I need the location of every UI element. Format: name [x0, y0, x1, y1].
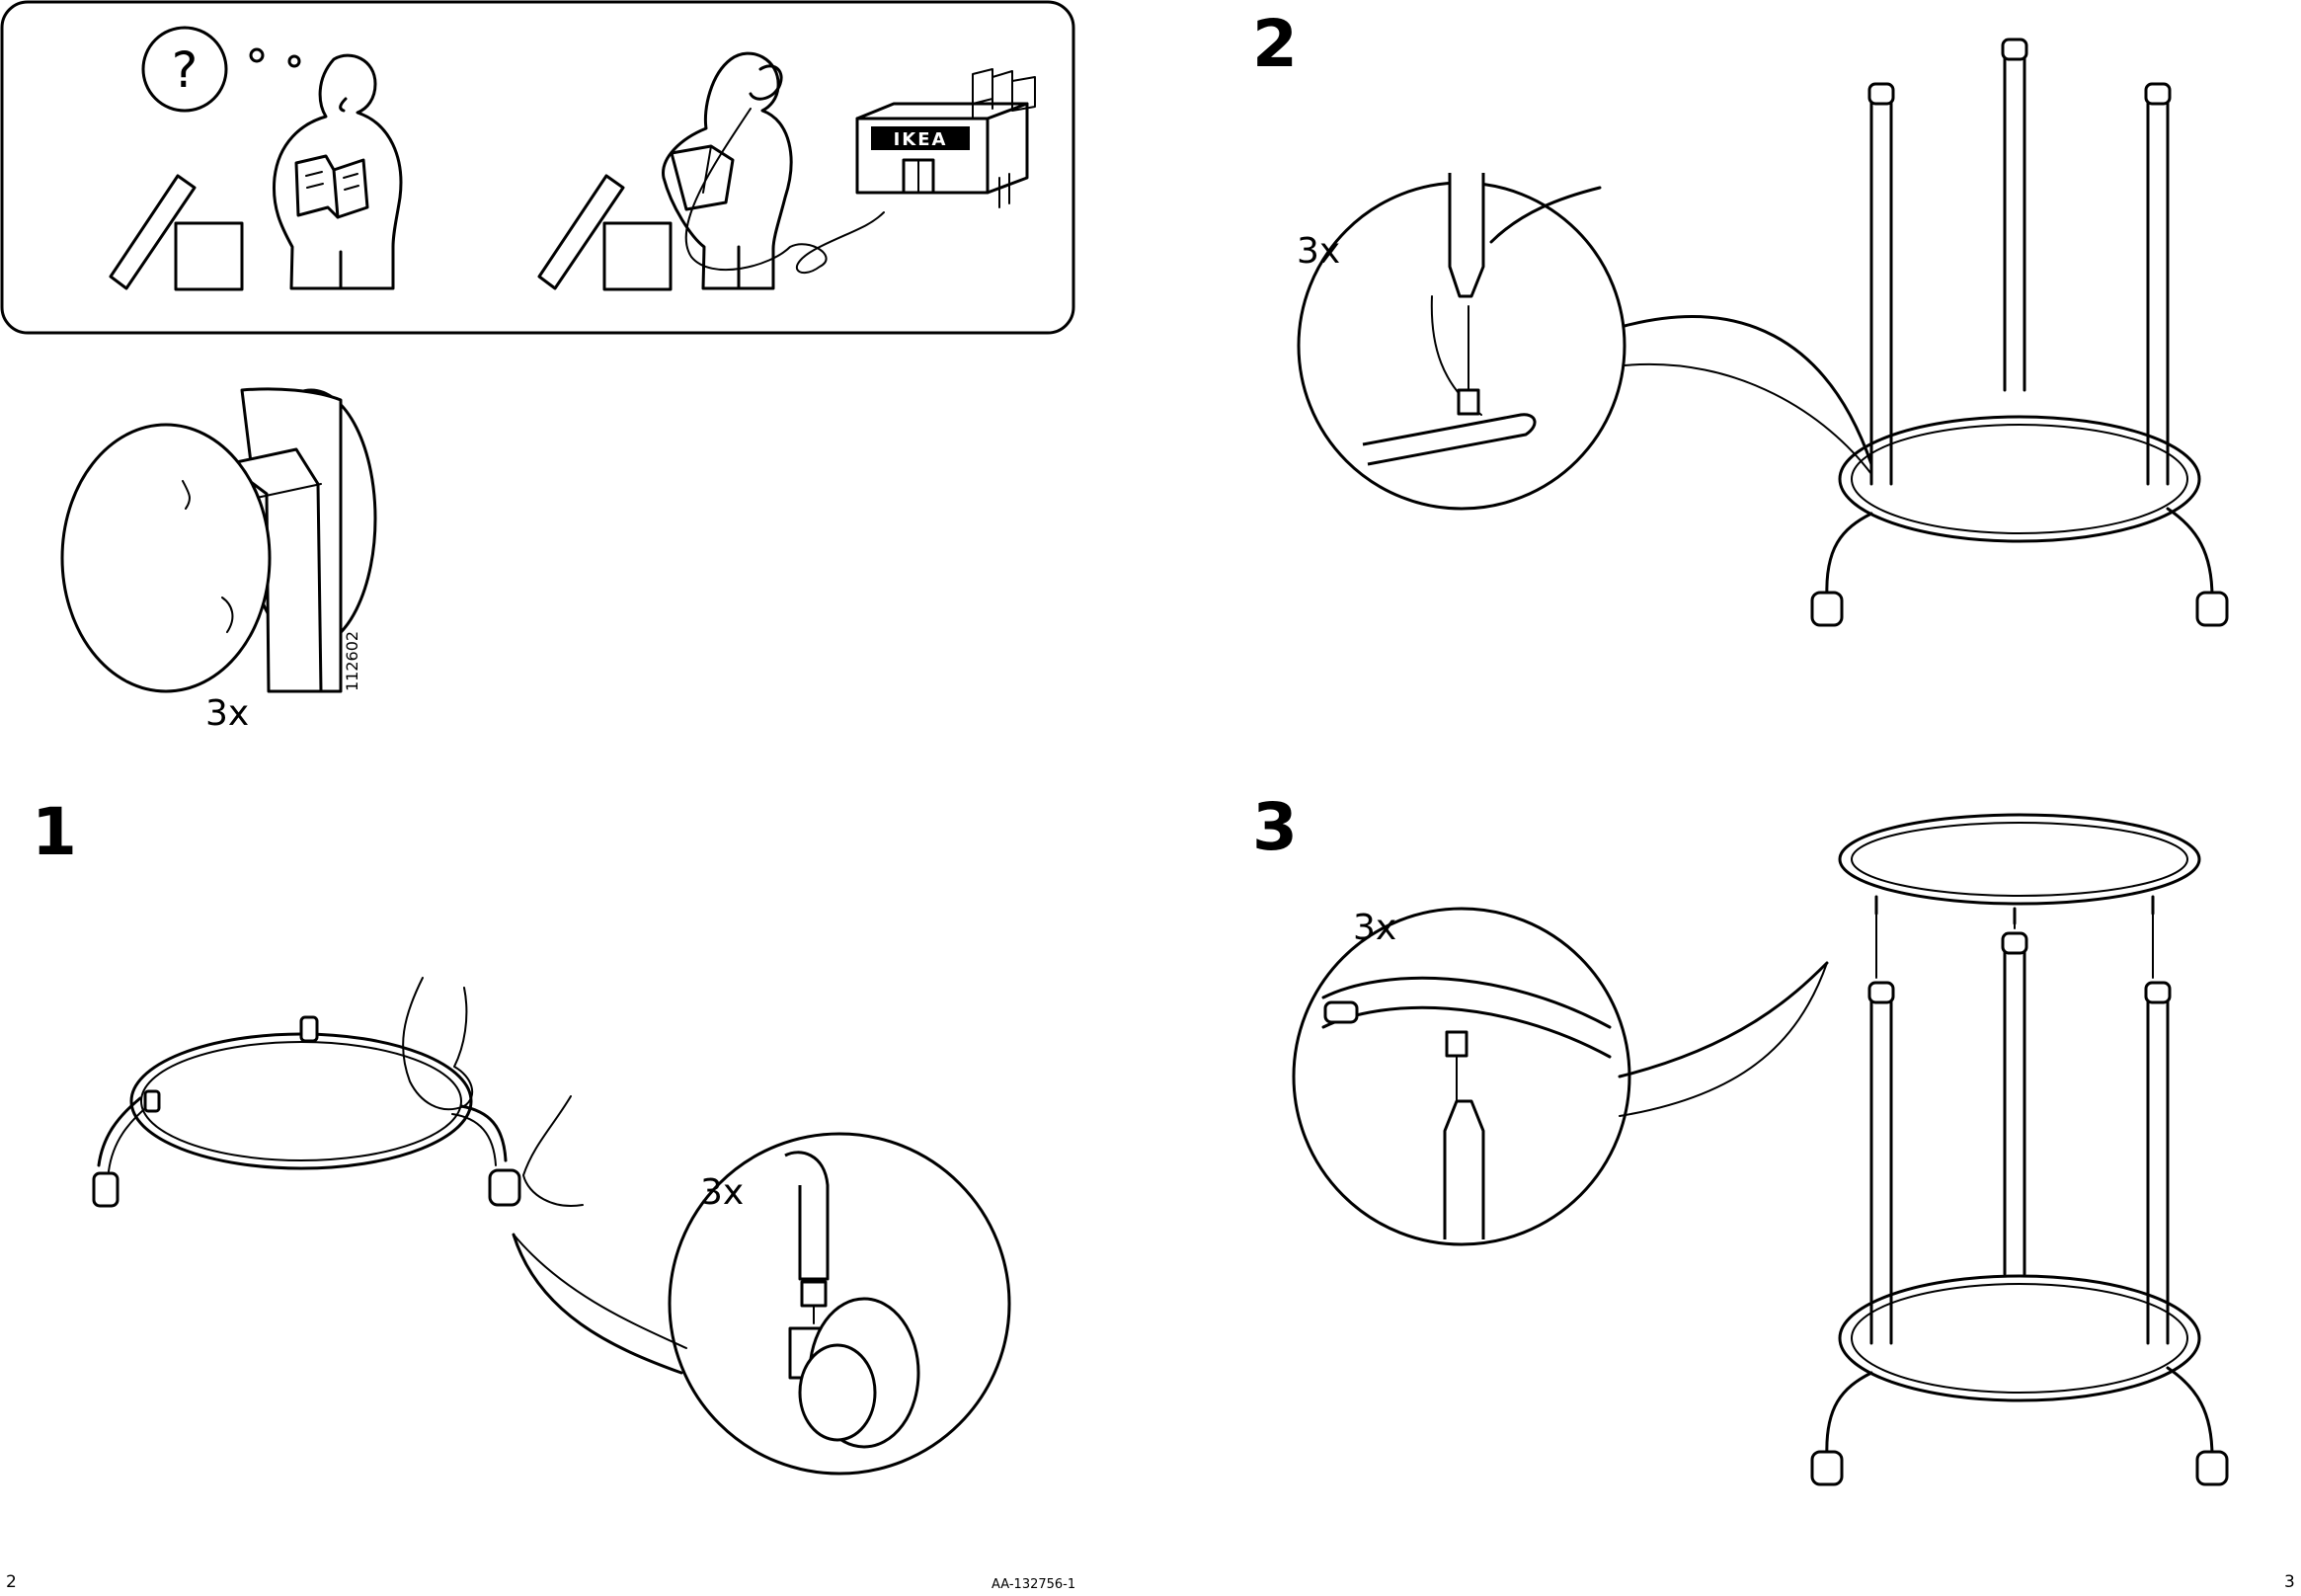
help-info-panel: ?	[2, 2, 1073, 333]
page-number-left: 2	[6, 1574, 17, 1591]
step-3-detail-quantity: 3x	[1353, 911, 1396, 946]
step-2-detail-quantity: 3x	[1297, 234, 1340, 270]
step-2-illustration	[1299, 40, 2227, 625]
step-3-illustration	[1294, 815, 2227, 1484]
step-3-number: 3	[1252, 795, 1296, 860]
step-1-number: 1	[32, 800, 75, 865]
page-number-right: 3	[2284, 1574, 2295, 1591]
confused-man-illustration: ?	[111, 28, 401, 289]
step-1-detail-quantity: 3x	[700, 1175, 744, 1211]
step-2-number: 2	[1252, 12, 1296, 77]
step-1-illustration	[94, 978, 1009, 1474]
call-store-illustration	[539, 53, 1035, 289]
svg-text:?: ?	[172, 41, 198, 99]
caster-part-number: 112602	[345, 631, 360, 691]
store-sign-text: IKEA	[894, 129, 948, 150]
caster-wheel-icon	[62, 389, 375, 691]
caster-quantity: 3x	[205, 696, 249, 732]
document-id: AA-132756-1	[992, 1578, 1075, 1591]
